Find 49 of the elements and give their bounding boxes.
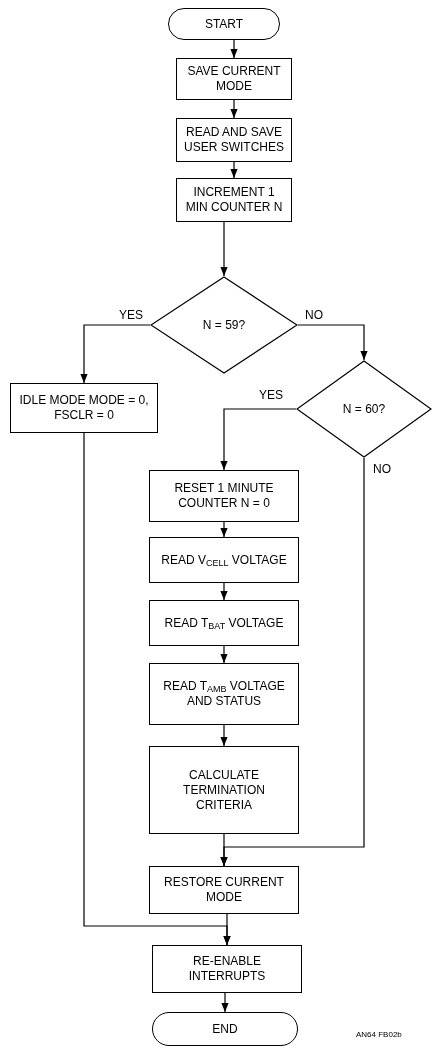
process-box [149, 537, 299, 583]
node-text: INCREMENT 1 MIN COUNTER N [184, 185, 284, 215]
process-box [149, 866, 299, 914]
edge-label: NO [304, 308, 324, 322]
arrow [220, 521, 228, 538]
edge-label: YES [118, 308, 144, 322]
arrow [220, 645, 228, 664]
process-box [176, 118, 292, 162]
node-text: START [204, 16, 244, 32]
node-text: RE-ENABLE INTERRUPTS [187, 954, 267, 984]
arrow [223, 913, 231, 946]
node-text: SAVE CURRENT MODE [186, 64, 282, 94]
process-box [176, 178, 292, 222]
node-text: IDLE MODE MODE = 0, FSCLR = 0 [18, 393, 150, 423]
node-text: READ AND SAVE USER SWITCHES [183, 125, 285, 155]
process-box [149, 470, 299, 522]
node-text: READ T$_{BAT}$ VOLTAGE [164, 615, 284, 631]
node-text: N = 60? [342, 401, 386, 417]
arrow [220, 724, 228, 747]
arrow [220, 408, 297, 471]
process-box [10, 383, 158, 433]
edge-label: YES [258, 388, 284, 402]
arrow [230, 99, 238, 119]
node-text: RESTORE CURRENT MODE [163, 875, 285, 905]
terminal-shape [152, 1012, 298, 1046]
figure-code: AN64 FB02b [356, 1030, 402, 1040]
arrow [220, 582, 228, 601]
edge-label: NO [372, 462, 392, 476]
arrow [80, 324, 151, 384]
node-text: END [212, 1021, 238, 1037]
terminal-shape [168, 8, 280, 40]
arrow [230, 39, 238, 59]
node-text: N = 59? [202, 317, 246, 333]
process-box [152, 945, 302, 993]
node-text: CALCULATE TERMINATION CRITERIA [182, 767, 266, 813]
process-box [176, 58, 292, 100]
node-text: READ V$_{CELL}$ VOLTAGE [161, 552, 287, 568]
arrow [221, 992, 229, 1013]
process-box [149, 600, 299, 646]
arrow [230, 161, 238, 179]
arrow [220, 833, 228, 867]
node-text: RESET 1 MINUTE COUNTER N = 0 [173, 481, 275, 511]
arrow [220, 221, 228, 277]
decision-diamond [296, 360, 432, 458]
arrow [297, 324, 368, 361]
decision-diamond [150, 276, 298, 374]
process-box [149, 746, 299, 834]
node-text: READ T$_{AMB}$ VOLTAGE AND STATUS [162, 679, 286, 709]
process-box [149, 663, 299, 725]
